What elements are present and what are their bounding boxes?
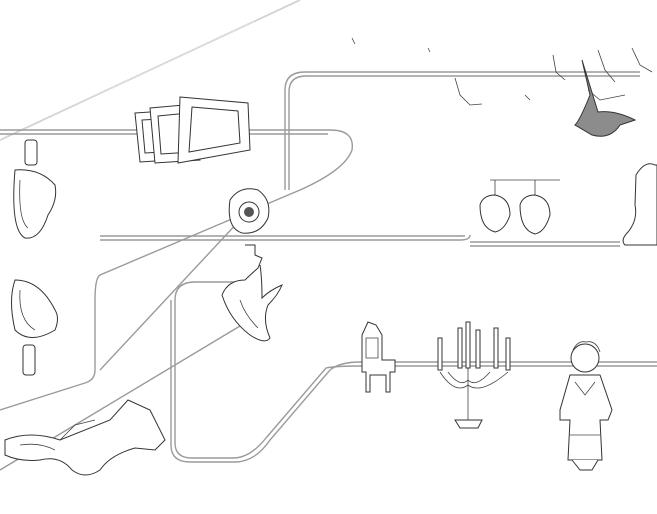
picture-frame-stack: [134, 96, 251, 164]
rock-formation: [622, 163, 657, 246]
urinal: [13, 139, 57, 239]
doll-figure: [559, 341, 613, 471]
pipe-network: [0, 0, 657, 471]
candelabra: [437, 321, 511, 429]
bird-flock: [351, 37, 653, 137]
dinosaur-claw: [4, 399, 166, 476]
urinal-pair: [479, 179, 560, 235]
pipe-gauge: [228, 188, 270, 234]
hand-sculpture: [221, 244, 283, 342]
urinal: [11, 279, 58, 376]
gothic-chair: [361, 321, 396, 393]
